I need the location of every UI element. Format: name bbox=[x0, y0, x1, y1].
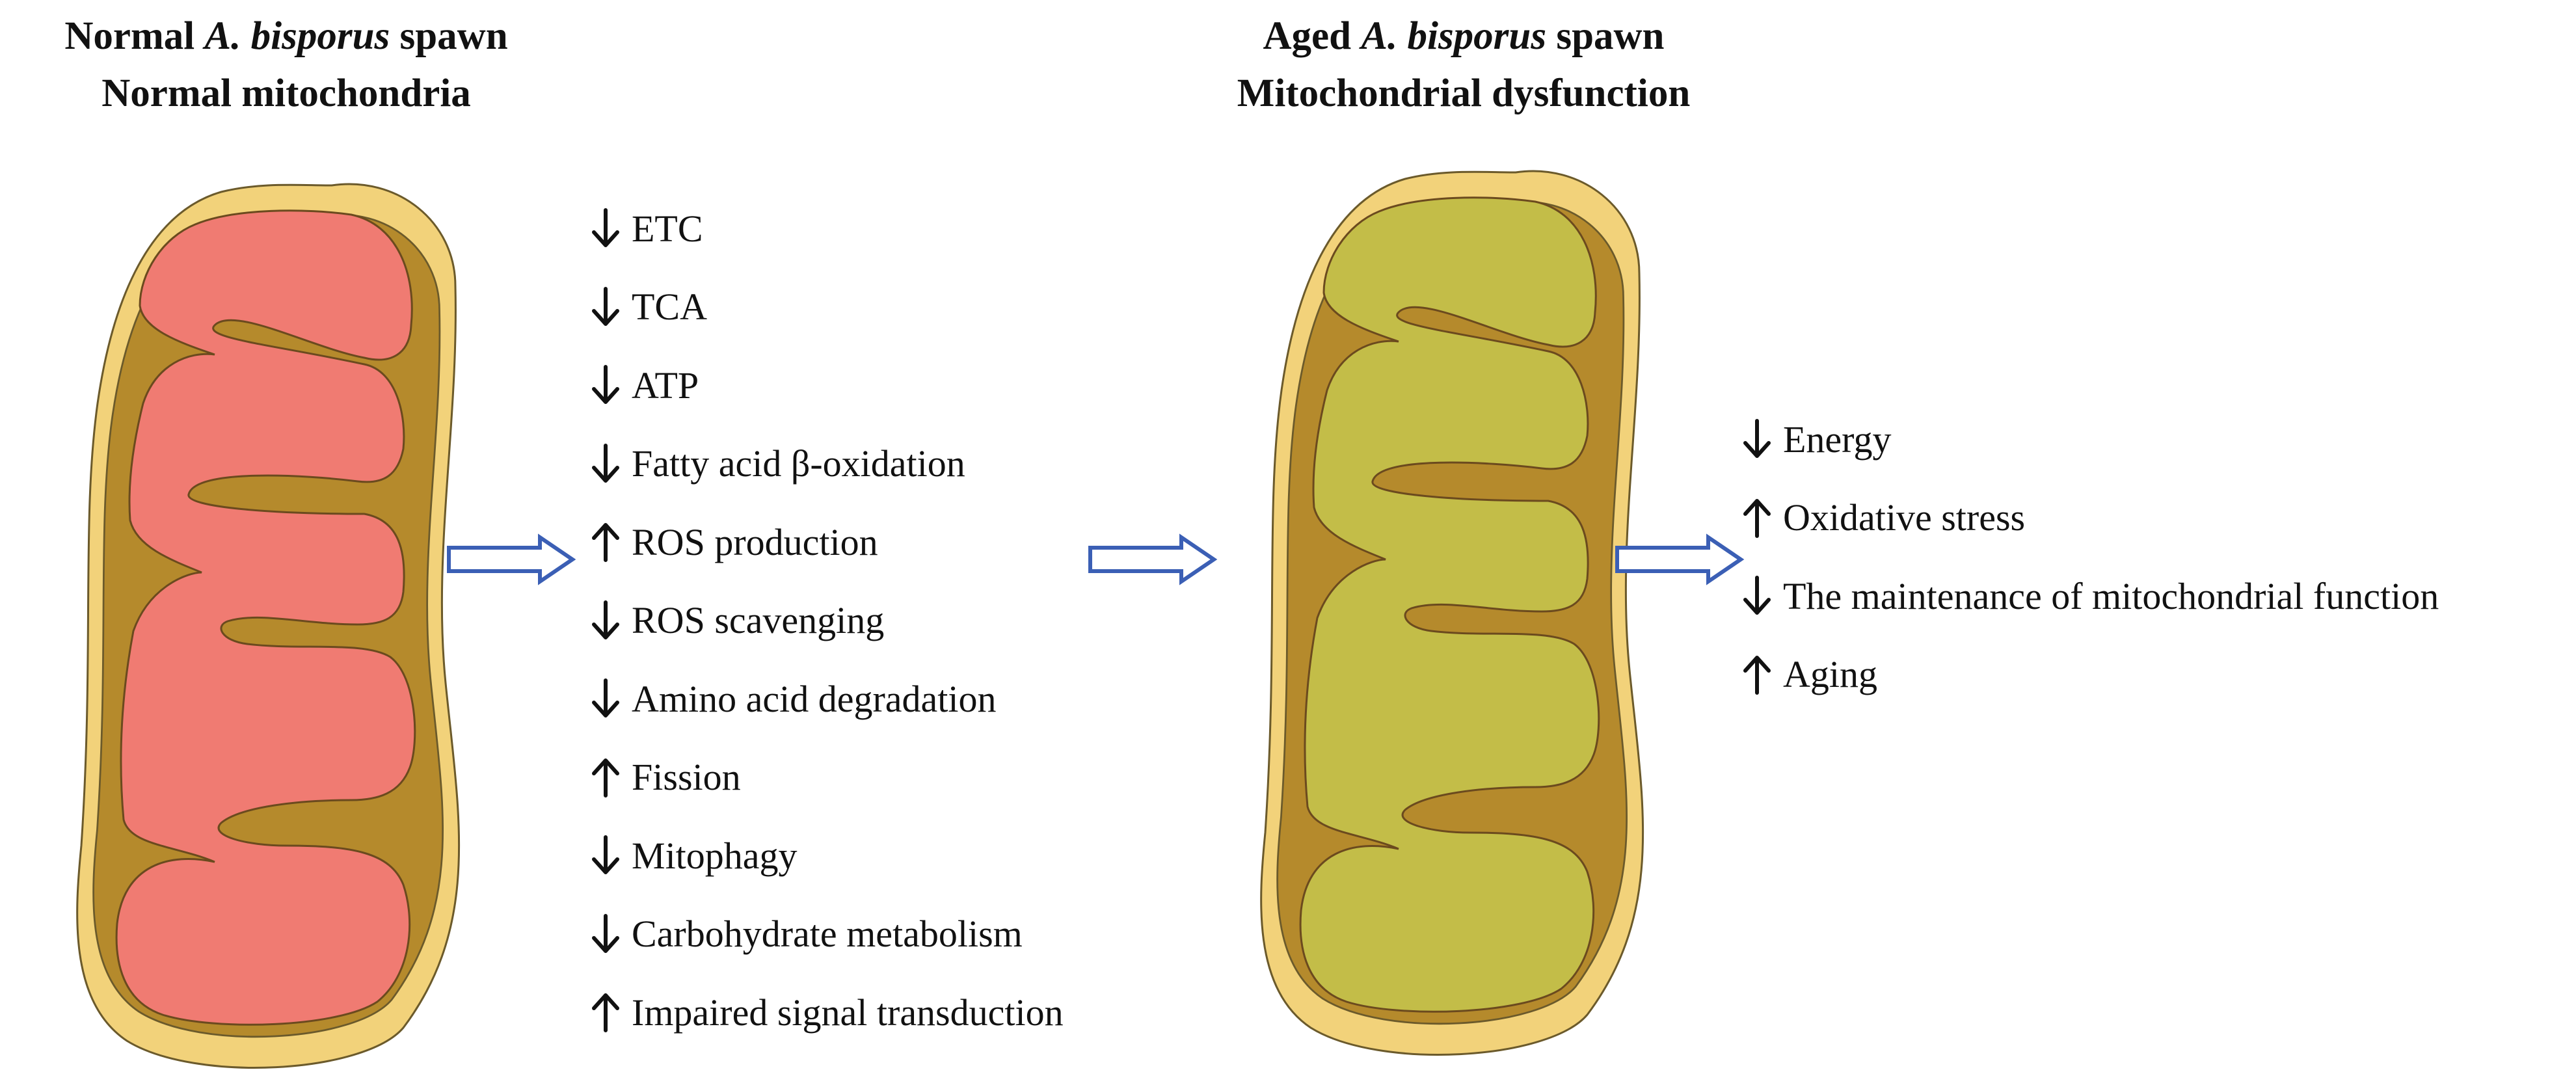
list-item-label: Fission bbox=[632, 756, 741, 798]
arrow-down-icon bbox=[1740, 575, 1783, 617]
list-item: The maintenance of mitochondrial functio… bbox=[1740, 573, 2439, 619]
normal-mitochondrion bbox=[76, 183, 461, 1069]
list-item-label: The maintenance of mitochondrial functio… bbox=[1783, 574, 2439, 617]
arrow-up-icon bbox=[589, 521, 632, 563]
arrow-down-icon bbox=[589, 835, 632, 876]
list-item: TCA bbox=[589, 284, 707, 330]
list-item: Aging bbox=[1740, 652, 1877, 697]
arrow-up-icon bbox=[589, 757, 632, 798]
list-item-label: ETC bbox=[632, 207, 703, 250]
aged-spawn-title: Aged A. bisporus spawn Mitochondrial dys… bbox=[1080, 8, 1847, 122]
list-item: Fission bbox=[589, 755, 741, 800]
arrow-down-icon bbox=[589, 913, 632, 955]
list-item: Amino acid degradation bbox=[589, 676, 997, 721]
list-item-label: ROS scavenging bbox=[632, 599, 885, 641]
list-item: Mitophagy bbox=[589, 833, 798, 878]
arrow-up-icon bbox=[1740, 497, 1783, 539]
aged-title-line2: Mitochondrial dysfunction bbox=[1237, 72, 1691, 115]
normal-spawn-title: Normal A. bisporus spawn Normal mitochon… bbox=[7, 8, 566, 122]
arrow-down-icon bbox=[589, 443, 632, 485]
aged-matrix bbox=[1299, 196, 1600, 1013]
list-item-label: Amino acid degradation bbox=[632, 677, 997, 720]
list-item-label: TCA bbox=[632, 286, 707, 328]
list-item: ATP bbox=[589, 362, 699, 408]
normal-matrix bbox=[115, 209, 416, 1026]
list-item-label: Energy bbox=[1783, 418, 1892, 461]
arrow-down-icon bbox=[589, 678, 632, 719]
list-item-label: Mitophagy bbox=[632, 834, 798, 877]
flow-arrow-3-icon bbox=[1615, 533, 1745, 585]
list-item-label: ATP bbox=[632, 364, 699, 407]
arrow-down-icon bbox=[1740, 418, 1783, 460]
list-item-label: ROS production bbox=[632, 520, 878, 563]
list-item-label: Carbohydrate metabolism bbox=[632, 913, 1023, 955]
list-item: ETC bbox=[589, 206, 703, 251]
aged-mitochondrion bbox=[1260, 170, 1644, 1056]
list-item: Carbohydrate metabolism bbox=[589, 911, 1023, 957]
arrow-down-icon bbox=[589, 600, 632, 641]
list-item: ROS scavenging bbox=[589, 598, 884, 643]
aged-title-line1: Aged A. bisporus spawn bbox=[1263, 14, 1665, 58]
list-item: Oxidative stress bbox=[1740, 495, 2025, 541]
list-item-label: Fatty acid β-oxidation bbox=[632, 442, 965, 485]
list-item: Impaired signal transduction bbox=[589, 989, 1064, 1035]
arrow-down-icon bbox=[589, 208, 632, 249]
arrow-up-icon bbox=[589, 991, 632, 1033]
list-item: Energy bbox=[1740, 416, 1891, 462]
flow-arrow-2-icon bbox=[1088, 533, 1218, 585]
list-item-label: Oxidative stress bbox=[1783, 496, 2026, 539]
arrow-up-icon bbox=[1740, 654, 1783, 695]
normal-title-line2: Normal mitochondria bbox=[101, 72, 471, 115]
normal-title-line1: Normal A. bisporus spawn bbox=[64, 14, 508, 58]
arrow-down-icon bbox=[589, 364, 632, 406]
arrow-down-icon bbox=[589, 286, 632, 328]
list-item: ROS production bbox=[589, 519, 878, 565]
list-item: Fatty acid β-oxidation bbox=[589, 441, 965, 487]
list-item-label: Impaired signal transduction bbox=[632, 991, 1064, 1034]
list-item-label: Aging bbox=[1783, 653, 1877, 695]
flow-arrow-1-icon bbox=[447, 533, 576, 585]
